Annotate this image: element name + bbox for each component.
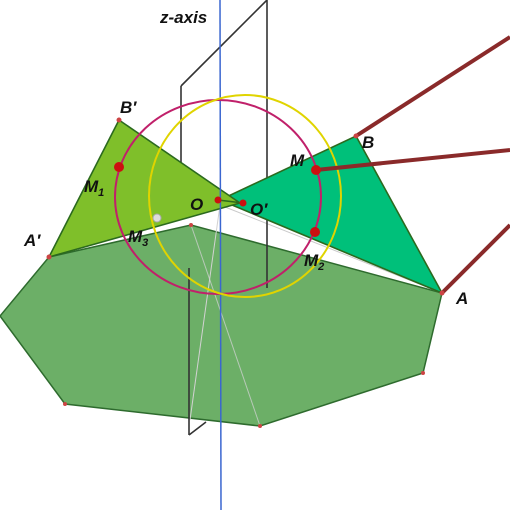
label-A-prime: A′: [23, 231, 41, 250]
rod-m: [315, 148, 510, 172]
label-B-prime: B′: [120, 98, 137, 117]
point-A-prime: [46, 254, 52, 260]
z-axis-label: z-axis: [159, 8, 207, 27]
construction-line: [189, 204, 221, 421]
point-M2: [310, 227, 320, 237]
rod-b: [354, 35, 510, 138]
point-B: [353, 133, 359, 139]
vertical-plane-outline: [180, 0, 268, 87]
polygon-vertex: [258, 424, 262, 428]
point-A: [439, 290, 445, 296]
label-O-prime: O′: [250, 200, 268, 219]
label-B: B: [362, 133, 374, 152]
point-B-prime: [116, 117, 122, 123]
right-triangle: [218, 134, 444, 295]
point-O: [214, 196, 222, 204]
left-triangle: [47, 118, 242, 259]
z-axis-line: [219, 0, 222, 510]
segment-o-oprime: [217, 199, 244, 204]
point-O-prime: [239, 199, 247, 207]
label-A: A: [455, 289, 468, 308]
construction-line: [190, 224, 261, 427]
polygon-vertex: [189, 223, 193, 227]
label-M2: M2: [304, 251, 324, 273]
rod-a: [440, 223, 510, 295]
polygon-vertex: [421, 371, 425, 375]
yellow-circle: [148, 94, 342, 298]
point-M1: [114, 162, 124, 172]
vertical-plane-outline: [188, 421, 207, 436]
label-M: M: [290, 151, 305, 170]
point-M: [311, 165, 321, 175]
label-M1: M1: [84, 177, 104, 199]
point-M3: [152, 213, 162, 223]
label-M3: M3: [128, 227, 148, 249]
polygon-vertex: [63, 402, 67, 406]
label-O: O: [190, 195, 203, 214]
